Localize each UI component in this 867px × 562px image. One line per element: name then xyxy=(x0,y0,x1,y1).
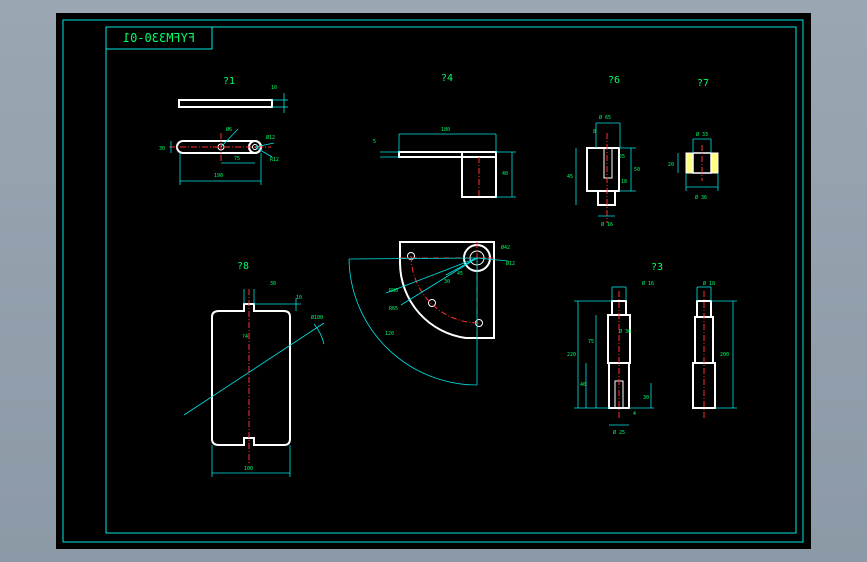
dim-v7-h: 20 xyxy=(668,162,674,168)
dim-v1-r: R12 xyxy=(270,157,279,163)
view-label-7: ?7 xyxy=(697,78,709,89)
part-view-7: Ø 33 20 Ø 36 xyxy=(668,131,719,201)
dim-v1-d2: Ø12 xyxy=(266,134,275,141)
dim-v1-thk: 10 xyxy=(271,85,277,91)
dim-v6-b: 25 xyxy=(619,154,625,160)
dim-v6-d: 18 xyxy=(621,179,627,185)
dim-v3-top2: Ø 18 xyxy=(703,280,715,287)
dim-fan-d: Ø42 xyxy=(501,244,510,251)
dim-v8-w: 100 xyxy=(244,466,253,472)
dim-v6-bot: Ø 16 xyxy=(601,221,613,228)
dim-v3-h2: 75 xyxy=(588,339,594,345)
dim-fan-r: R80 xyxy=(389,288,398,294)
part-view-6: Ø 65 8 25 50 18 45 Ø 16 xyxy=(567,114,640,228)
dim-v6-c: 50 xyxy=(634,167,640,173)
part-view-8: 30 10 Ø100 ?4 100 xyxy=(183,281,325,477)
dim-fan-b: 30 xyxy=(444,279,450,285)
dim-v3-h4: 30 xyxy=(643,395,649,401)
dim-v1-w: 30 xyxy=(159,146,165,152)
dim-v4-thk: 5 xyxy=(373,139,376,145)
part-view-1: 10 190 75 30 Ø6 Ø12 R12 xyxy=(159,85,288,185)
dim-v3-bot: Ø 25 xyxy=(613,429,625,436)
dim-v3-mid: Ø 30 xyxy=(619,328,631,335)
dim-v8-top: 30 xyxy=(270,281,276,287)
dim-v1-len: 190 xyxy=(214,173,223,179)
dim-v4-len: 180 xyxy=(441,127,450,133)
dim-v1-d1: Ø6 xyxy=(226,126,232,133)
dim-v3-slot: 4 xyxy=(633,411,636,417)
drawing-title: FYFM330-01 xyxy=(123,31,195,45)
view-label-4: ?4 xyxy=(441,73,453,84)
view-label-6: ?6 xyxy=(608,75,620,86)
drawing-canvas: FYFM330-01 ?1 ?4 ?6 ?7 ?8 ?3 10 190 75 3… xyxy=(62,19,804,543)
inner-border xyxy=(105,26,797,534)
view-label-1: ?1 xyxy=(223,76,235,87)
dim-v7-top: Ø 33 xyxy=(696,131,708,138)
outer-border xyxy=(62,19,804,543)
dim-fan-r2: R65 xyxy=(389,306,398,312)
dim-v4-h: 40 xyxy=(502,171,508,177)
dim-v6-a: 8 xyxy=(593,129,596,135)
dim-v7-bot: Ø 36 xyxy=(695,194,707,201)
part-view-3: Ø 16 Ø 30 220 75 40 30 4 Ø 25 Ø 18 200 xyxy=(567,280,737,436)
dim-v1-pitch: 75 xyxy=(234,156,240,162)
dim-v6-h: 45 xyxy=(567,174,573,180)
dim-v3-top: Ø 16 xyxy=(642,280,654,287)
view-label-8: ?8 xyxy=(237,261,249,272)
dim-v8-mid: ?4 xyxy=(242,334,248,340)
dim-v3-h1: 220 xyxy=(567,352,576,358)
dim-v6-top: Ø 65 xyxy=(599,114,611,121)
dim-v8-side: 10 xyxy=(296,295,302,301)
dim-v3-h3: 40 xyxy=(580,382,586,388)
dim-fan-a: 45 xyxy=(457,271,463,277)
part-view-4: 180 5 40 xyxy=(373,127,516,198)
title-block: FYFM330-01 xyxy=(106,27,213,50)
view-label-3: ?3 xyxy=(651,262,663,273)
drawing-viewport[interactable]: FYFM330-01 ?1 ?4 ?6 ?7 ?8 ?3 10 190 75 3… xyxy=(56,13,811,549)
part-view-fan: R80 R65 Ø42 45 30 120 Ø12 xyxy=(348,241,515,386)
dim-fan-e: Ø12 xyxy=(506,260,515,267)
dim-v3-r-h: 200 xyxy=(720,352,729,358)
dim-v8-dia: Ø100 xyxy=(311,314,323,321)
dim-fan-c: 120 xyxy=(385,331,394,337)
